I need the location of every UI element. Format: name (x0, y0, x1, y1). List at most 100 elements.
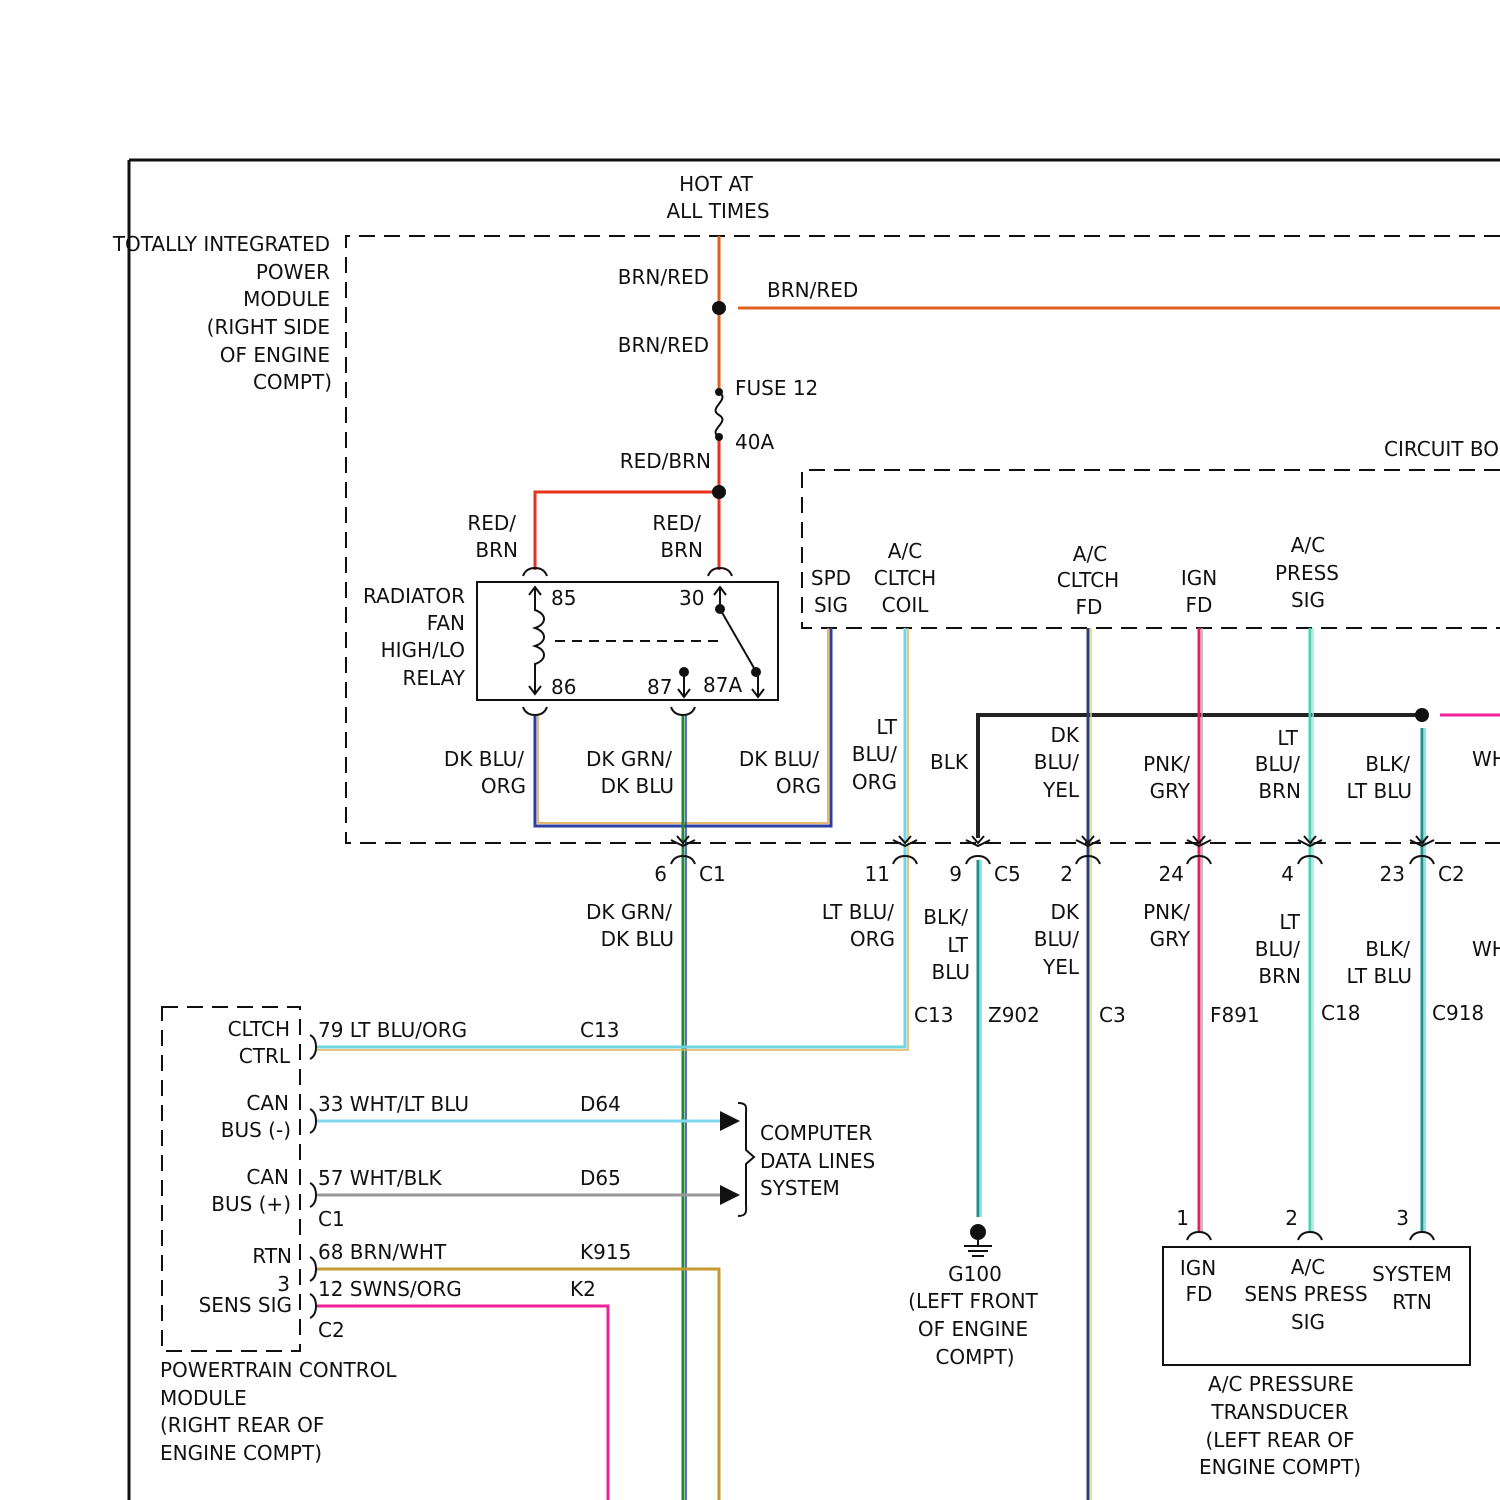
circuit-pin-label: IGN (1181, 566, 1217, 590)
relay-pin-label: 30 (679, 586, 704, 610)
wire-color-label: ORG (852, 770, 897, 794)
wire-color-label: YEL (1042, 778, 1080, 802)
wire-color-label: LT (1277, 726, 1298, 750)
wire-color-label: ORG (481, 774, 526, 798)
wire-color-label: DK BLU (601, 927, 674, 951)
wire-color-label: BRN/RED (618, 265, 709, 289)
wire-color-label: GRY (1150, 927, 1191, 951)
fuse-dot-top (715, 388, 723, 396)
pcm-circuit-label: D64 (580, 1092, 621, 1116)
connector-pcm-33 (310, 1109, 316, 1133)
connector-86-bottom (523, 707, 547, 715)
splice-blk (1415, 708, 1429, 722)
computer-data-lines-label: SYSTEM (760, 1176, 840, 1200)
splice-brn-red (712, 301, 726, 315)
pcm-connector-label: C1 (318, 1207, 345, 1231)
connector-pcm-12 (310, 1294, 316, 1318)
transducer-name-label: A/C PRESSURE (1208, 1372, 1354, 1396)
wire-color-label: BLU/ (852, 742, 898, 766)
circuit-id-label: C13 (914, 1003, 953, 1027)
fuse-12-symbol (716, 392, 723, 437)
tipm-name-label: POWER (256, 260, 330, 284)
circuit-pin-label: A/C (888, 539, 922, 563)
relay-pin-label: 87A (703, 673, 742, 697)
wire-color-label: LT BLU (1347, 964, 1412, 988)
circuit-id-label: C3 (1099, 1003, 1126, 1027)
transducer-name-label: (LEFT REAR OF (1205, 1428, 1354, 1452)
tipm-name-label: OF ENGINE (220, 343, 330, 367)
pcm-name-label: MODULE (160, 1386, 247, 1410)
connector-pin-number: 23 (1380, 862, 1405, 886)
pcm-pin-function: CTRL (239, 1044, 291, 1068)
connector-pin-number: 11 (865, 862, 890, 886)
wire-color-label: DK (1050, 723, 1079, 747)
ground-location-label: COMPT) (935, 1345, 1014, 1369)
connector-tr-1 (1187, 1232, 1211, 1240)
wire-color-label: BLU/ (1255, 752, 1301, 776)
transducer-pin-function: SIG (1291, 1310, 1325, 1334)
connector-pin-number: 6 (654, 862, 667, 886)
connector-pin-number: 4 (1281, 862, 1294, 886)
wire-color-label: BLU (931, 960, 970, 984)
pcm-circuit-label: K915 (580, 1240, 631, 1264)
relay-name-label: HIGH/LO (381, 638, 465, 662)
connector-pcm-68 (310, 1257, 316, 1281)
connector-pin-number: 9 (949, 862, 962, 886)
wire-color-label: WH (1472, 937, 1500, 961)
connector-pcm-57 (310, 1183, 316, 1207)
wire-color-label: ORG (850, 927, 895, 951)
circuit-pin-label: FD (1076, 595, 1103, 619)
circuit-pin-label: COIL (882, 593, 930, 617)
wire-color-label: BLU/ (1034, 750, 1080, 774)
can-minus-arrow (720, 1111, 740, 1131)
relay-pin-label: 85 (551, 586, 576, 610)
circuit-pin-label: SIG (1291, 588, 1325, 612)
relay-coil-icon (535, 588, 544, 693)
wire-color-label: BRN (1258, 964, 1301, 988)
wire-color-label: DK GRN/ (586, 900, 672, 924)
pcm-pin-function: BUS (-) (221, 1118, 291, 1142)
transducer-pin-number: 3 (1396, 1206, 1409, 1230)
computer-data-lines-label: COMPUTER (760, 1121, 873, 1145)
pcm-circuit-label: C13 (580, 1018, 619, 1042)
wire-color-label: DK GRN/ (586, 747, 672, 771)
connector-pin-number: 24 (1159, 862, 1184, 886)
wire-color-label: DK BLU/ (444, 747, 524, 771)
transducer-pin-function: SYSTEM (1372, 1262, 1452, 1286)
transducer-pin-function: RTN (1392, 1290, 1432, 1314)
relay-name-label: RELAY (403, 666, 466, 690)
pcm-row-label: 33 WHT/LT BLU (318, 1092, 469, 1116)
connector-id-label: C1 (699, 862, 726, 886)
wire-color-label: LT (876, 715, 897, 739)
pcm-pin-function: BUS (+) (211, 1192, 291, 1216)
wire-color-label: BLK/ (1365, 752, 1410, 776)
wire-color-label: DK (1050, 900, 1079, 924)
wire-color-label: YEL (1042, 955, 1080, 979)
pcm-connector-label: C2 (318, 1318, 345, 1342)
connector-pcm-79 (310, 1035, 316, 1059)
wire-color-label: DK BLU/ (739, 747, 819, 771)
pcm-row-label: 57 WHT/BLK (318, 1166, 442, 1190)
transducer-pin-function: A/C (1291, 1255, 1325, 1279)
circuit-id-label: C18 (1321, 1001, 1360, 1025)
wire-color-label: BRN/RED (618, 333, 709, 357)
wire-color-label: BLK/ (923, 905, 968, 929)
transducer-name-label: TRANSDUCER (1210, 1400, 1348, 1424)
transducer-pin-function: FD (1186, 1282, 1213, 1306)
connector-id-label: C5 (994, 862, 1021, 886)
relay-name-label: RADIATOR (363, 584, 465, 608)
wire-color-label: RED/ (652, 511, 701, 535)
transducer-pin-number: 1 (1176, 1206, 1189, 1230)
circuit-board-label: CIRCUIT BO (1384, 437, 1499, 461)
connector-id-label: C2 (1438, 862, 1465, 886)
wire-color-label: BLK/ (1365, 937, 1410, 961)
circuit-pin-label: SIG (814, 593, 848, 617)
ground-location-label: OF ENGINE (918, 1317, 1028, 1341)
tipm-name-label: (RIGHT SIDE (207, 315, 330, 339)
circuit-pin-label: A/C (1073, 542, 1107, 566)
tipm-name-label: COMPT) (253, 370, 332, 394)
fuse-amp-label: 40A (735, 430, 774, 454)
can-plus-arrow (720, 1185, 740, 1205)
